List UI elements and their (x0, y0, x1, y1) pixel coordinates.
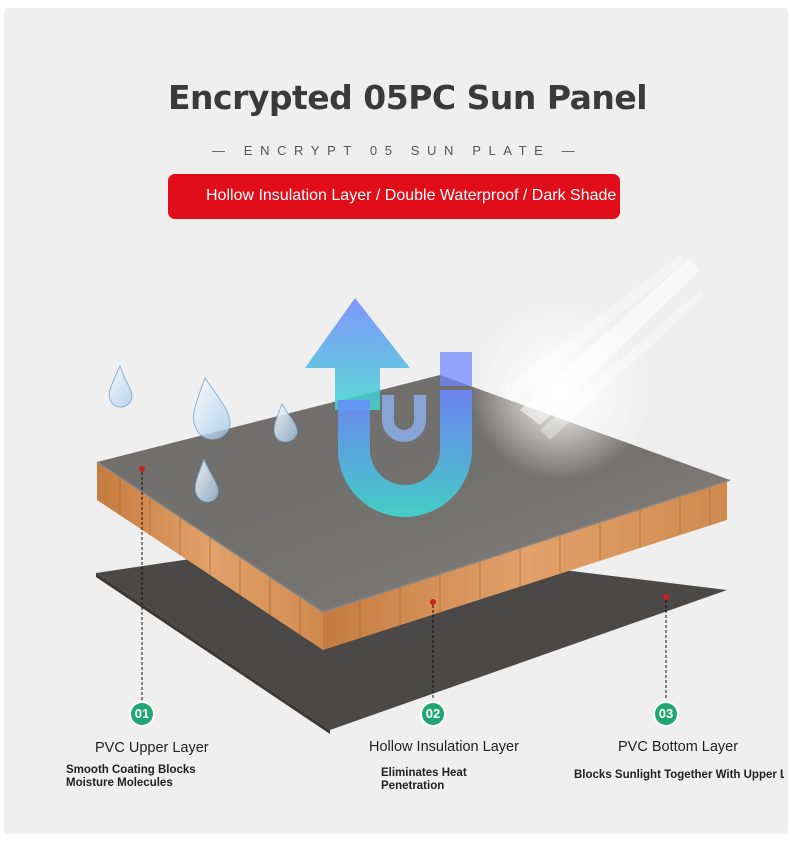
feature-banner: Hollow Insulation Layer / Double Waterpr… (168, 174, 620, 219)
page-title: Encrypted 05PC Sun Panel (168, 78, 648, 117)
hollow-core-layer (97, 462, 727, 650)
layer-number-badge: 01 (131, 703, 153, 725)
layer-marker-3 (663, 594, 669, 700)
layer-marker-1 (139, 466, 145, 700)
layer-description: Eliminates Heat Penetration (381, 767, 467, 792)
page-subtitle: — ENCRYPT 05 SUN PLATE — (212, 143, 583, 158)
layer-number-badge: 02 (422, 703, 444, 725)
layer-description: Smooth Coating Blocks Moisture Molecules (66, 764, 196, 789)
u-magnet-icon (338, 352, 472, 517)
upward-arrow-icon (305, 298, 410, 410)
layer-number-badge: 03 (655, 703, 677, 725)
layer-marker-2 (430, 599, 436, 700)
layer-title: PVC Bottom Layer (618, 739, 739, 755)
layer-description: Blocks Sunlight Together With Upper Laye… (574, 769, 784, 781)
water-drop-icon (108, 364, 298, 503)
feature-banner-text: Hollow Insulation Layer / Double Waterpr… (206, 187, 617, 204)
layer-title: Hollow Insulation Layer (369, 739, 519, 755)
layer-title: PVC Upper Layer (95, 740, 209, 756)
sun-ray-icon (470, 255, 704, 480)
